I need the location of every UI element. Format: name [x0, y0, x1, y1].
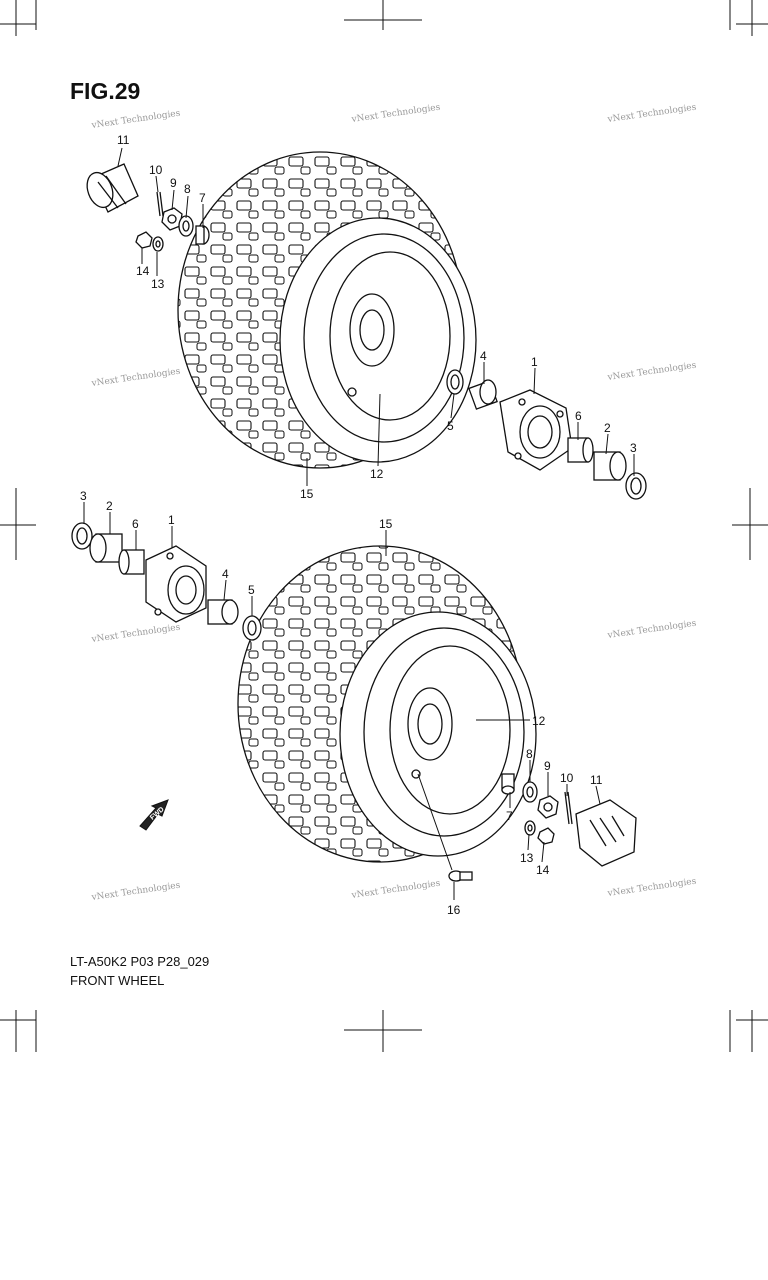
top-nut-14: [135, 231, 153, 249]
callout-number: 7: [199, 191, 206, 205]
bottom-hub-1: [145, 545, 207, 623]
bottom-bearing-2: [89, 533, 123, 563]
top-seal-5: [446, 369, 464, 395]
top-bearing-2: [593, 451, 627, 481]
callout-number: 8: [526, 747, 533, 761]
watermark-text: vNext Technologies: [606, 361, 697, 384]
callout-number: 11: [117, 133, 130, 147]
figure-code: LT-A50K2 P03 P28_029: [70, 954, 210, 969]
watermark-text: vNext Technologies: [606, 877, 697, 900]
top-tire: [177, 151, 477, 469]
bottom-seal-5: [242, 615, 262, 641]
callout-number: 11: [590, 773, 603, 787]
watermark-text: vNext Technologies: [90, 109, 181, 132]
callout-number: 5: [447, 419, 454, 433]
top-hub-cap: [86, 163, 139, 213]
top-bearing-4: [468, 379, 498, 410]
bottom-hub-cap: [575, 799, 637, 867]
callout-number: 9: [170, 176, 177, 190]
callout-number: 10: [560, 771, 574, 785]
callout-number: 14: [536, 863, 550, 877]
callout-number: 4: [222, 567, 229, 581]
callout-number: 12: [532, 714, 546, 728]
callout-number: 15: [379, 517, 393, 531]
watermark-text: vNext Technologies: [90, 881, 181, 904]
figure-name: FRONT WHEEL: [70, 973, 165, 988]
callout-number: 16: [447, 903, 461, 917]
callout-number: 6: [575, 409, 582, 423]
bottom-valve-16: [448, 870, 473, 882]
callout-number: 7: [506, 809, 513, 823]
bottom-washer-8: [522, 781, 538, 803]
fwd-direction-marker: FWD: [139, 799, 169, 831]
bottom-washer-13: [524, 820, 536, 836]
bottom-spacer-6: [118, 549, 145, 575]
callout-number: 3: [80, 489, 87, 503]
bottom-nut-14: [537, 827, 555, 845]
callout-number: 13: [520, 851, 534, 865]
callout-number: 15: [300, 487, 314, 501]
callout-number: 10: [149, 163, 163, 177]
callout-number: 8: [184, 182, 191, 196]
top-collar-7: [195, 225, 210, 245]
callout-number: 13: [151, 277, 165, 291]
figure-title: FIG.29: [70, 78, 141, 104]
top-washer-13: [152, 236, 164, 252]
bottom-wheel-assembly: [71, 522, 637, 882]
bottom-tire: [237, 545, 537, 863]
bottom-collar-7: [501, 773, 515, 795]
watermark-text: vNext Technologies: [90, 623, 181, 646]
top-hub-1: [499, 389, 573, 471]
watermark-text: vNext Technologies: [90, 367, 181, 390]
top-callouts: 11 10 9 8 7 14 13 4 1 5 6 2 3 12 15: [117, 133, 637, 501]
bottom-cotter-pin: [564, 791, 573, 825]
crop-marks: [0, 0, 768, 1052]
bottom-castle-nut: [537, 795, 559, 819]
top-washer-8: [178, 215, 194, 237]
watermark-text: vNext Technologies: [350, 879, 441, 902]
callout-number: 3: [630, 441, 637, 455]
bottom-seal-3: [71, 522, 93, 550]
callout-number: 1: [168, 513, 175, 527]
callout-number: 2: [604, 421, 611, 435]
bottom-callouts: 3 2 6 1 4 5 15 12 8 9 10 11 7 13 14 16: [80, 489, 603, 917]
top-spacer-6: [567, 437, 594, 463]
top-cotter-pin: [156, 191, 164, 217]
watermark-text: vNext Technologies: [606, 103, 697, 126]
watermark-text: vNext Technologies: [606, 619, 697, 642]
callout-number: 9: [544, 759, 551, 773]
bottom-bearing-4: [207, 599, 239, 625]
leader-lines: [83, 147, 635, 900]
callout-number: 6: [132, 517, 139, 531]
top-seal-3: [625, 472, 647, 500]
callout-number: 5: [248, 583, 255, 597]
watermark-text: vNext Technologies: [350, 103, 441, 126]
callout-number: 2: [106, 499, 113, 513]
callout-number: 14: [136, 264, 150, 278]
callout-number: 12: [370, 467, 384, 481]
callout-number: 4: [480, 349, 487, 363]
top-wheel-assembly: [86, 151, 647, 500]
callout-number: 1: [531, 355, 538, 369]
